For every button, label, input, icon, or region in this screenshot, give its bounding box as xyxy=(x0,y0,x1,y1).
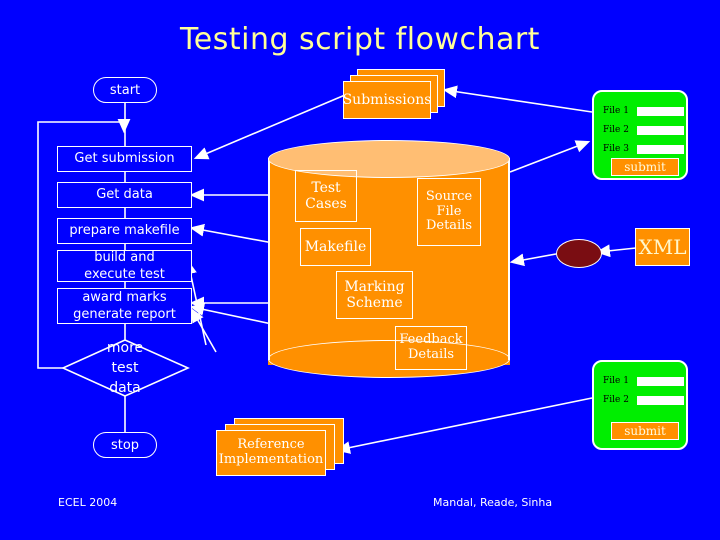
flowchart-step-get-data: Get data xyxy=(57,182,192,208)
file-label: File 2 xyxy=(603,125,629,135)
connector-uploadpanel-bottom-to-reference xyxy=(335,397,593,454)
reference-implementation-document-stack: Reference Implementation xyxy=(216,418,344,480)
submit-button[interactable]: submit xyxy=(611,422,679,440)
database-item-line1: Feedback xyxy=(399,332,463,348)
file-input-3[interactable] xyxy=(637,144,684,154)
connector-database-to-uploadpanel xyxy=(509,140,591,173)
database-item-marking-scheme: Marking Scheme xyxy=(336,271,413,319)
file-label: File 3 xyxy=(603,144,629,154)
database-item-makefile: Makefile xyxy=(300,228,371,266)
flowchart-stop-label: stop xyxy=(110,437,140,453)
decision-label-line1: more xyxy=(106,340,144,356)
reference-label-line1: Reference xyxy=(237,437,305,453)
file-row: File 2 xyxy=(603,395,684,405)
page-title: Testing script flowchart xyxy=(180,22,540,57)
database-item-line2: Details xyxy=(407,347,455,362)
flowchart-step-label: prepare makefile xyxy=(69,223,180,238)
reference-sheet-front: Reference Implementation xyxy=(216,430,326,476)
file-row: File 3 xyxy=(603,144,684,154)
flowchart-step-label: Get data xyxy=(96,187,153,202)
database-item-line1: Makefile xyxy=(304,238,367,255)
database-item-feedback-details: Feedback Details xyxy=(395,326,467,370)
cylinder-top xyxy=(268,140,510,178)
file-label: File 1 xyxy=(603,376,629,386)
submissions-document-stack: Submissions xyxy=(343,69,447,123)
database-item-source-file-details: Source File Details xyxy=(417,178,481,246)
database-item-line2: Cases xyxy=(305,196,347,212)
flowchart-step-award-marks-generate-report: award marks generate report xyxy=(57,288,192,324)
file-input-1[interactable] xyxy=(637,376,684,386)
cylinder-bottom xyxy=(268,340,510,378)
cylinder-right-edge xyxy=(508,158,510,360)
database-cylinder: Test Cases Source File Details Makefile … xyxy=(268,140,510,383)
database-item-line1: Test xyxy=(311,179,341,196)
flowchart-decision-label: more test data xyxy=(85,340,165,396)
decision-label-line3: data xyxy=(109,380,141,396)
footer-right: Mandal, Reade, Sinha xyxy=(433,496,553,509)
database-item-line1: Marking xyxy=(344,278,405,295)
database-item-line2: Scheme xyxy=(346,295,403,311)
footer-left: ECEL 2004 xyxy=(58,496,118,509)
flowchart-step-label-line1: build and xyxy=(94,250,155,265)
flowchart-stop: stop xyxy=(93,432,157,458)
file-label: File 1 xyxy=(603,106,629,116)
file-row: File 1 xyxy=(603,376,684,386)
decision-diamond xyxy=(61,339,190,397)
submissions-label: Submissions xyxy=(342,91,432,108)
submissions-sheet-front: Submissions xyxy=(343,81,431,119)
flowchart-step-build-execute-test: build and execute test xyxy=(57,250,192,282)
connector-feedback-to-award-2 xyxy=(190,307,217,353)
upload-panel-bottom: File 1 File 2 submit xyxy=(592,360,688,450)
database-item-line3: Details xyxy=(425,218,473,234)
flowchart-step-label-line2: execute test xyxy=(84,267,165,282)
database-item-line1: Source xyxy=(425,188,473,204)
submit-button[interactable]: submit xyxy=(611,158,679,176)
file-input-1[interactable] xyxy=(637,106,684,116)
upload-panel-top: File 1 File 2 File 3 submit xyxy=(592,90,688,180)
connector-process-to-database xyxy=(509,253,557,267)
file-row: File 1 xyxy=(603,106,684,116)
cylinder-body xyxy=(268,158,510,365)
reference-label-line2: Implementation xyxy=(218,452,324,467)
flowchart-step-prepare-makefile: prepare makefile xyxy=(57,218,192,244)
flowchart-start: start xyxy=(93,77,157,103)
flowchart-start-label: start xyxy=(109,82,141,98)
flowchart-step-get-submission: Get submission xyxy=(57,146,192,172)
file-input-2[interactable] xyxy=(637,125,684,135)
submit-button-label: submit xyxy=(624,424,666,438)
connector-xml-to-process xyxy=(595,244,637,258)
xml-document: XML xyxy=(635,228,690,266)
file-input-2[interactable] xyxy=(637,395,684,405)
flowchart-step-label-line2: generate report xyxy=(73,307,176,322)
decision-label-line2: test xyxy=(111,360,139,376)
flowchart-step-label-line1: award marks xyxy=(82,290,167,305)
flowchart-step-label: Get submission xyxy=(74,151,175,166)
xml-label: XML xyxy=(638,234,687,259)
file-label: File 2 xyxy=(603,395,629,405)
process-ellipse xyxy=(556,239,602,268)
cylinder-left-edge xyxy=(268,158,270,360)
database-item-line2: File xyxy=(436,203,462,219)
connector-feedback-loop xyxy=(37,121,124,369)
connector-submissions-to-getsubmission xyxy=(193,94,346,160)
database-item-test-cases: Test Cases xyxy=(295,170,357,222)
submit-button-label: submit xyxy=(624,160,666,174)
file-row: File 2 xyxy=(603,125,684,135)
connector-uploadpanel-to-submissions xyxy=(442,85,593,113)
